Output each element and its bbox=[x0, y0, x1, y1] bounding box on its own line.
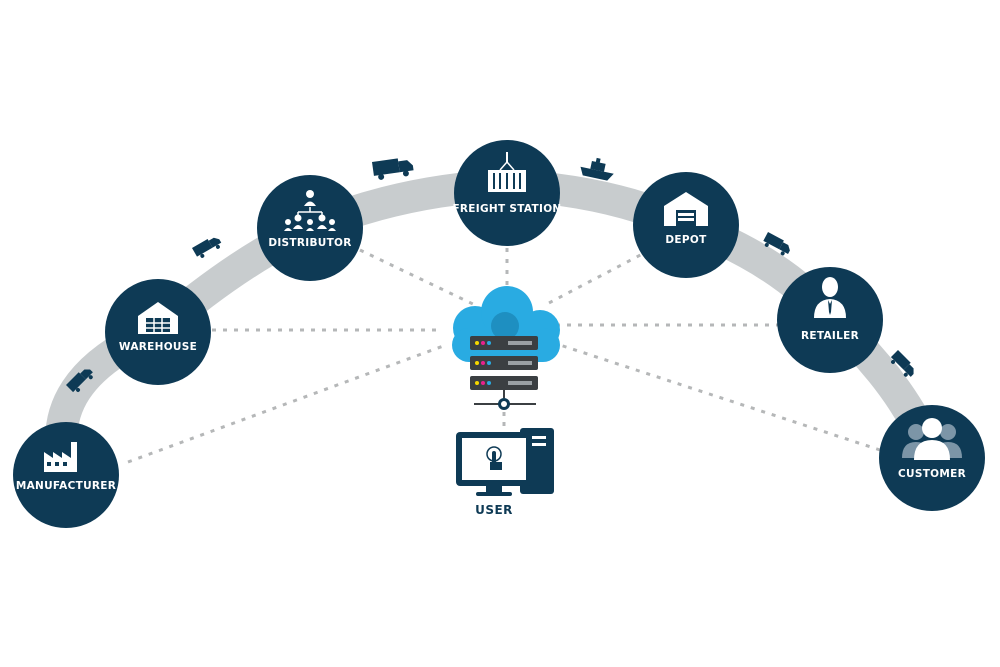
network-hub-icon bbox=[474, 390, 536, 410]
org-chart-icon bbox=[284, 190, 336, 231]
connector-distributor bbox=[359, 248, 476, 307]
node-manufacturer[interactable]: MANUFACTURER bbox=[13, 422, 119, 528]
node-label: CUSTOMER bbox=[898, 468, 966, 480]
node-label: MANUFACTURER bbox=[16, 480, 116, 492]
node-label: WAREHOUSE bbox=[119, 341, 197, 353]
connector-customer bbox=[559, 343, 881, 452]
garage-icon bbox=[664, 192, 708, 226]
truck-icon bbox=[192, 237, 222, 258]
factory-icon bbox=[44, 442, 77, 472]
connector-depot bbox=[544, 248, 651, 307]
node-distributor[interactable]: DISTRIBUTOR bbox=[257, 175, 363, 281]
truck-icon bbox=[763, 232, 790, 256]
user-label: USER bbox=[475, 503, 513, 517]
connector-lines bbox=[127, 248, 881, 464]
warehouse-icon bbox=[138, 302, 178, 334]
ship-icon bbox=[580, 157, 614, 181]
truck-icon bbox=[372, 158, 414, 180]
connector-manufacturer bbox=[127, 343, 447, 464]
server-rack bbox=[470, 336, 538, 390]
node-warehouse[interactable]: WAREHOUSE bbox=[105, 279, 211, 385]
gear-icon bbox=[491, 312, 519, 340]
container-icon bbox=[488, 152, 526, 192]
truck-icon bbox=[66, 369, 93, 393]
touch-hand-icon bbox=[486, 446, 502, 470]
node-customer[interactable]: CUSTOMER bbox=[879, 405, 985, 511]
node-freight-station[interactable]: FREIGHT STATION bbox=[452, 140, 561, 246]
people-icon bbox=[902, 418, 962, 460]
businessman-icon bbox=[814, 277, 846, 318]
node-label: FREIGHT STATION bbox=[452, 203, 561, 215]
node-depot[interactable]: DEPOT bbox=[633, 172, 739, 278]
desktop-computer-icon[interactable]: USER bbox=[456, 428, 554, 517]
node-label: RETAILER bbox=[801, 330, 859, 342]
node-label: DISTRIBUTOR bbox=[268, 237, 351, 249]
node-label: DEPOT bbox=[665, 234, 707, 246]
cloud-server-icon[interactable] bbox=[452, 286, 560, 428]
node-retailer[interactable]: RETAILER bbox=[777, 267, 883, 373]
truck-icon bbox=[890, 350, 914, 377]
